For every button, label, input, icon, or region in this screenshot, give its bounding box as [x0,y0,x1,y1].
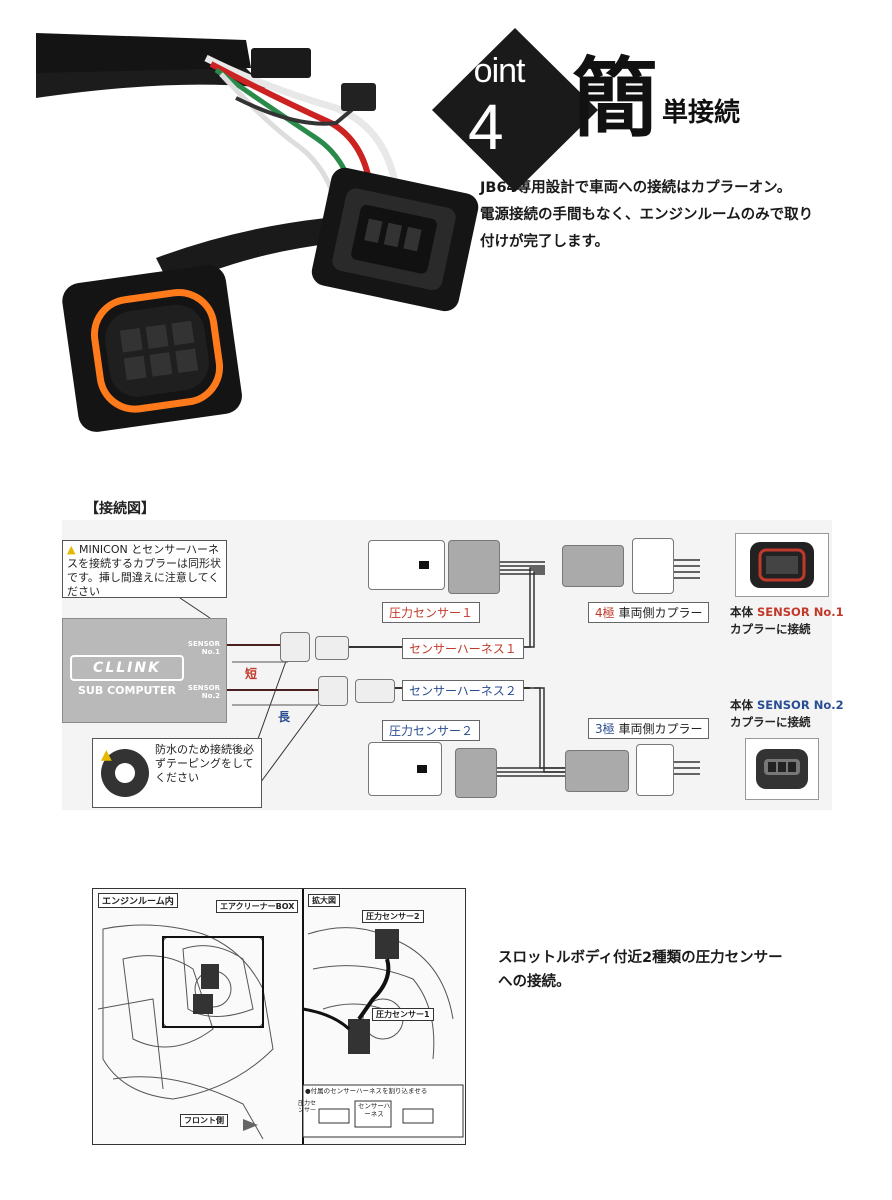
point-word: Point [452,52,526,90]
cllink-logo: CLLINK [70,655,184,681]
pressure-sensor1-img [368,540,445,590]
pressure-sensor2-img [368,742,442,796]
point-number: 4 [468,91,504,163]
coupler4-prefix: 4極 [595,606,615,620]
engine-room-illustration [92,888,466,1145]
diagram-title: 【接続図】 [85,501,155,517]
short-label: 短 [245,667,258,681]
coupler3-label: 3極 車両側カプラー [588,718,710,739]
sensor2-port-label: SENSOR No.2 [187,684,220,700]
pressure-sensor1-engine-label: 圧力センサー1 [372,1008,434,1021]
point-badge [420,28,620,208]
main2-prefix: 本体 [730,698,758,712]
warning-coupler-text: MINICON とセンサーハーネスを接続するカプラーは同形状です。挿し間違えに注… [67,543,221,598]
coupler4-female-img [632,538,674,594]
engine-description: スロットルボディ付近2種類の圧力センサー への接続。 [498,946,828,994]
sub-computer-label: SUB COMPUTER [78,684,176,697]
tape-roll-icon: ▲ [101,747,149,797]
engine-desc-line2: への接続。 [498,974,571,990]
long-label: 長 [278,710,291,724]
warning-taping-text: 防水のため接続後必ずテーピングをしてください [155,743,254,784]
coupler4-label: 4極 車両側カプラー [588,602,710,623]
coupler4-suffix: 車両側カプラー [614,606,703,620]
main-sensor2-text: 本体 SENSOR No.2 カプラーに接続 [730,697,844,731]
air-cleaner-label: エアクリーナーBOX [216,900,299,913]
intro-line-1: JB64専用設計で車両への接続はカプラーオン。 [480,180,792,196]
harness2-label: センサーハーネス２ [402,680,524,701]
main-sensor1-text: 本体 SENSOR No.1 カプラーに接続 [730,604,844,638]
engine-room-label: エンジンルーム内 [98,893,178,908]
main-sensor1-photo [735,533,829,597]
warning-icon: ▲ [67,543,76,556]
front-side-label: フロント側 [180,1114,228,1127]
sub-computer-box [62,618,227,723]
main1-line2: カプラーに接続 [730,622,811,636]
zoom-label: 拡大図 [308,894,340,907]
title-kanji: 簡 [572,48,658,149]
coupler4-male-img [562,545,624,587]
warning-coupler: ▲ MINICON とセンサーハーネスを接続するカプラーは同形状です。挿し間違え… [62,540,227,598]
main-sensor2-photo [745,738,819,800]
pressure-sensor2-label: 圧力センサー２ [382,720,481,741]
pressure-sensor2-engine-label: 圧力センサー2 [362,910,424,923]
harness2-coupler-b [355,679,395,703]
harness-photo [36,28,506,438]
intro-line-3: 付けが完了します。 [480,234,610,250]
engine-desc-line1: スロットルボディ付近2種類の圧力センサー [498,950,783,966]
harness-label-engine: センサーハーネス [357,1102,391,1118]
harness-note: ●付属のセンサーハーネスを割り込ませる [305,1087,428,1095]
title-rest: 単接続 [662,98,741,128]
sensor-side-label: 圧力センサー [298,1100,317,1114]
coupler3-prefix: 3極 [595,722,615,736]
harness1-label: センサーハーネス１ [402,638,524,659]
main2-sensor: SENSOR No.2 [757,698,844,712]
coupler3-male-img [565,750,629,792]
pressure-sensor1-label: 圧力センサー１ [382,602,481,623]
coupler3-suffix: 車両側カプラー [614,722,703,736]
svg-text:▲: ▲ [101,747,112,763]
sensor2-plug-img [455,748,497,798]
harness1-coupler-b [315,636,349,660]
harness1-coupler-a [280,632,310,662]
warning-taping: ▲ 防水のため接続後必ずテーピングをしてください [92,738,262,808]
intro-text: JB64専用設計で車両への接続はカプラーオン。 電源接続の手間もなく、エンジンル… [480,175,860,256]
main2-line2: カプラーに接続 [730,715,811,729]
coupler3-female-img [636,744,674,796]
main1-sensor: SENSOR No.1 [757,605,844,619]
harness2-coupler-a [318,676,348,706]
intro-line-2: 電源接続の手間もなく、エンジンルームのみで取り [480,207,814,223]
sensor1-plug-img [448,540,500,594]
main1-prefix: 本体 [730,605,758,619]
sensor1-port-label: SENSOR No.1 [187,640,220,656]
